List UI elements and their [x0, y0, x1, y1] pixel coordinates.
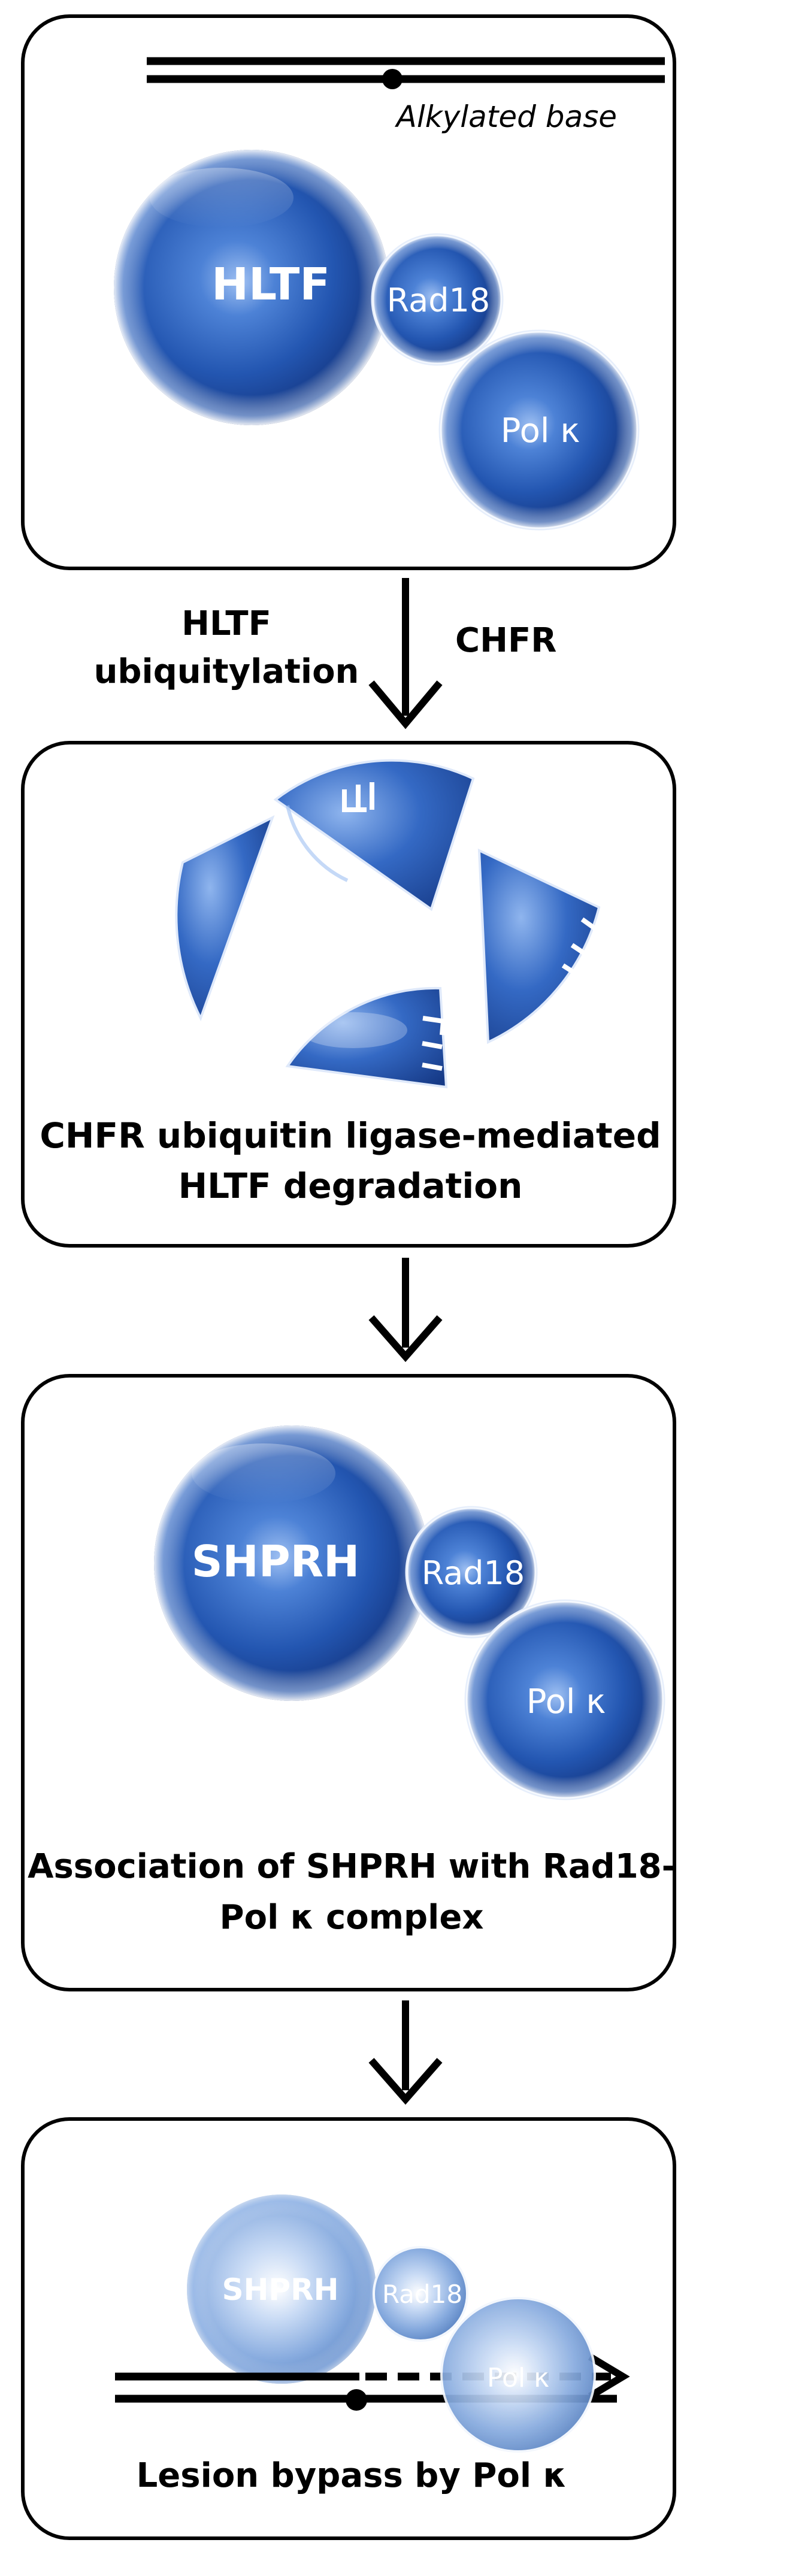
hltf-fragment-right — [477, 848, 603, 1045]
arrow-step-2 — [368, 1258, 443, 1363]
rad18-label-panel3: Rad18 — [422, 1554, 525, 1592]
alkylated-base-label: Alkylated base — [395, 99, 617, 134]
hltf-label: HLTF — [211, 259, 330, 310]
hltf-ubiquitylation-label-line2: ubiquitylation — [94, 652, 359, 691]
hltf-fragment-left — [175, 815, 280, 1022]
pol-kappa-label-faded: Pol κ — [487, 2363, 549, 2393]
panel-shprh-association: SHPRH Rad18 Pol κ Association of SHPRH w… — [21, 1374, 676, 1991]
degradation-caption-line2: HLTF degradation — [178, 1166, 523, 1206]
arrow-step-3 — [368, 2000, 443, 2105]
degradation-caption-line1: CHFR ubiquitin ligase-mediated — [40, 1115, 661, 1156]
lesion-marker — [346, 2389, 367, 2411]
pol-kappa-sphere-faded: Pol κ — [440, 2297, 596, 2453]
synthesis-direction-arrowhead — [588, 2353, 630, 2400]
association-caption-line1: Association of SHPRH with Rad18- — [28, 1847, 676, 1886]
hltf-ubiquitylation-label-line1: HLTF — [181, 604, 271, 643]
panel-hltf-complex: Alkylated base HLTF Rad18 Pol κ — [21, 14, 676, 570]
rad18-sphere: Rad18 — [371, 233, 504, 366]
shprh-sphere-faded: SHPRH — [187, 2194, 376, 2384]
panel-hltf-degradation: CHFR ubiquitin ligase-mediated HLTF degr… — [21, 741, 676, 1248]
chfr-label: CHFR — [455, 621, 556, 660]
pol-kappa-label: Pol κ — [501, 411, 580, 450]
alkylated-base-marker — [382, 69, 403, 89]
pol-kappa-label-panel3: Pol κ — [526, 1682, 606, 1721]
hltf-fragment-bottom — [285, 986, 448, 1089]
hltf-fragment-top — [273, 759, 475, 912]
pol-kappa-sphere-panel3: Pol κ — [464, 1599, 665, 1800]
rad18-sphere-panel3: Rad18 — [405, 1506, 538, 1639]
dna-duplex: Alkylated base — [147, 57, 665, 134]
panel-lesion-bypass: SHPRH Rad18 Pol κ Lesion bypass by Pol κ — [21, 2117, 676, 2540]
pol-kappa-sphere: Pol κ — [438, 329, 640, 531]
rad18-label-faded: Rad18 — [382, 2280, 462, 2309]
hltf-sphere: HLTF — [114, 150, 389, 425]
shprh-sphere: SHPRH — [154, 1425, 429, 1701]
rad18-sphere-faded: Rad18 — [373, 2246, 468, 2342]
association-caption-line2: Pol κ complex — [220, 1898, 484, 1937]
shprh-label-faded: SHPRH — [222, 2272, 339, 2307]
bypass-caption: Lesion bypass by Pol κ — [137, 2456, 567, 2495]
arrow-step-1: HLTF ubiquitylation CHFR — [94, 578, 556, 729]
rad18-label: Rad18 — [387, 281, 490, 319]
shprh-label: SHPRH — [192, 1536, 360, 1587]
